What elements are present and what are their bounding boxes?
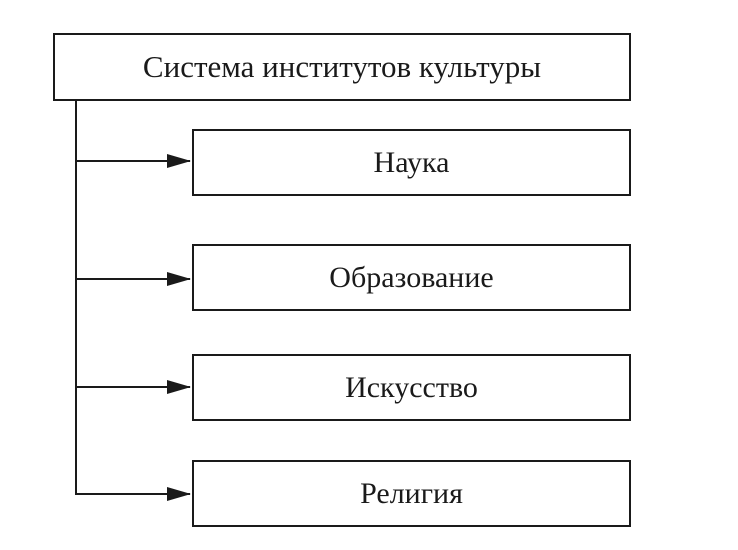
child-node-label: Образование [329, 260, 494, 294]
child-node-label: Религия [360, 476, 463, 510]
root-node: Система институтов культуры [53, 33, 631, 101]
child-node-label: Наука [373, 145, 450, 179]
child-node-iskusstvo: Искусство [192, 354, 631, 421]
child-node-label: Искусство [345, 370, 478, 404]
root-node-label: Система институтов культуры [142, 49, 542, 84]
child-node-nauka: Наука [192, 129, 631, 196]
child-node-religiya: Религия [192, 460, 631, 527]
child-node-obrazovanie: Образование [192, 244, 631, 311]
